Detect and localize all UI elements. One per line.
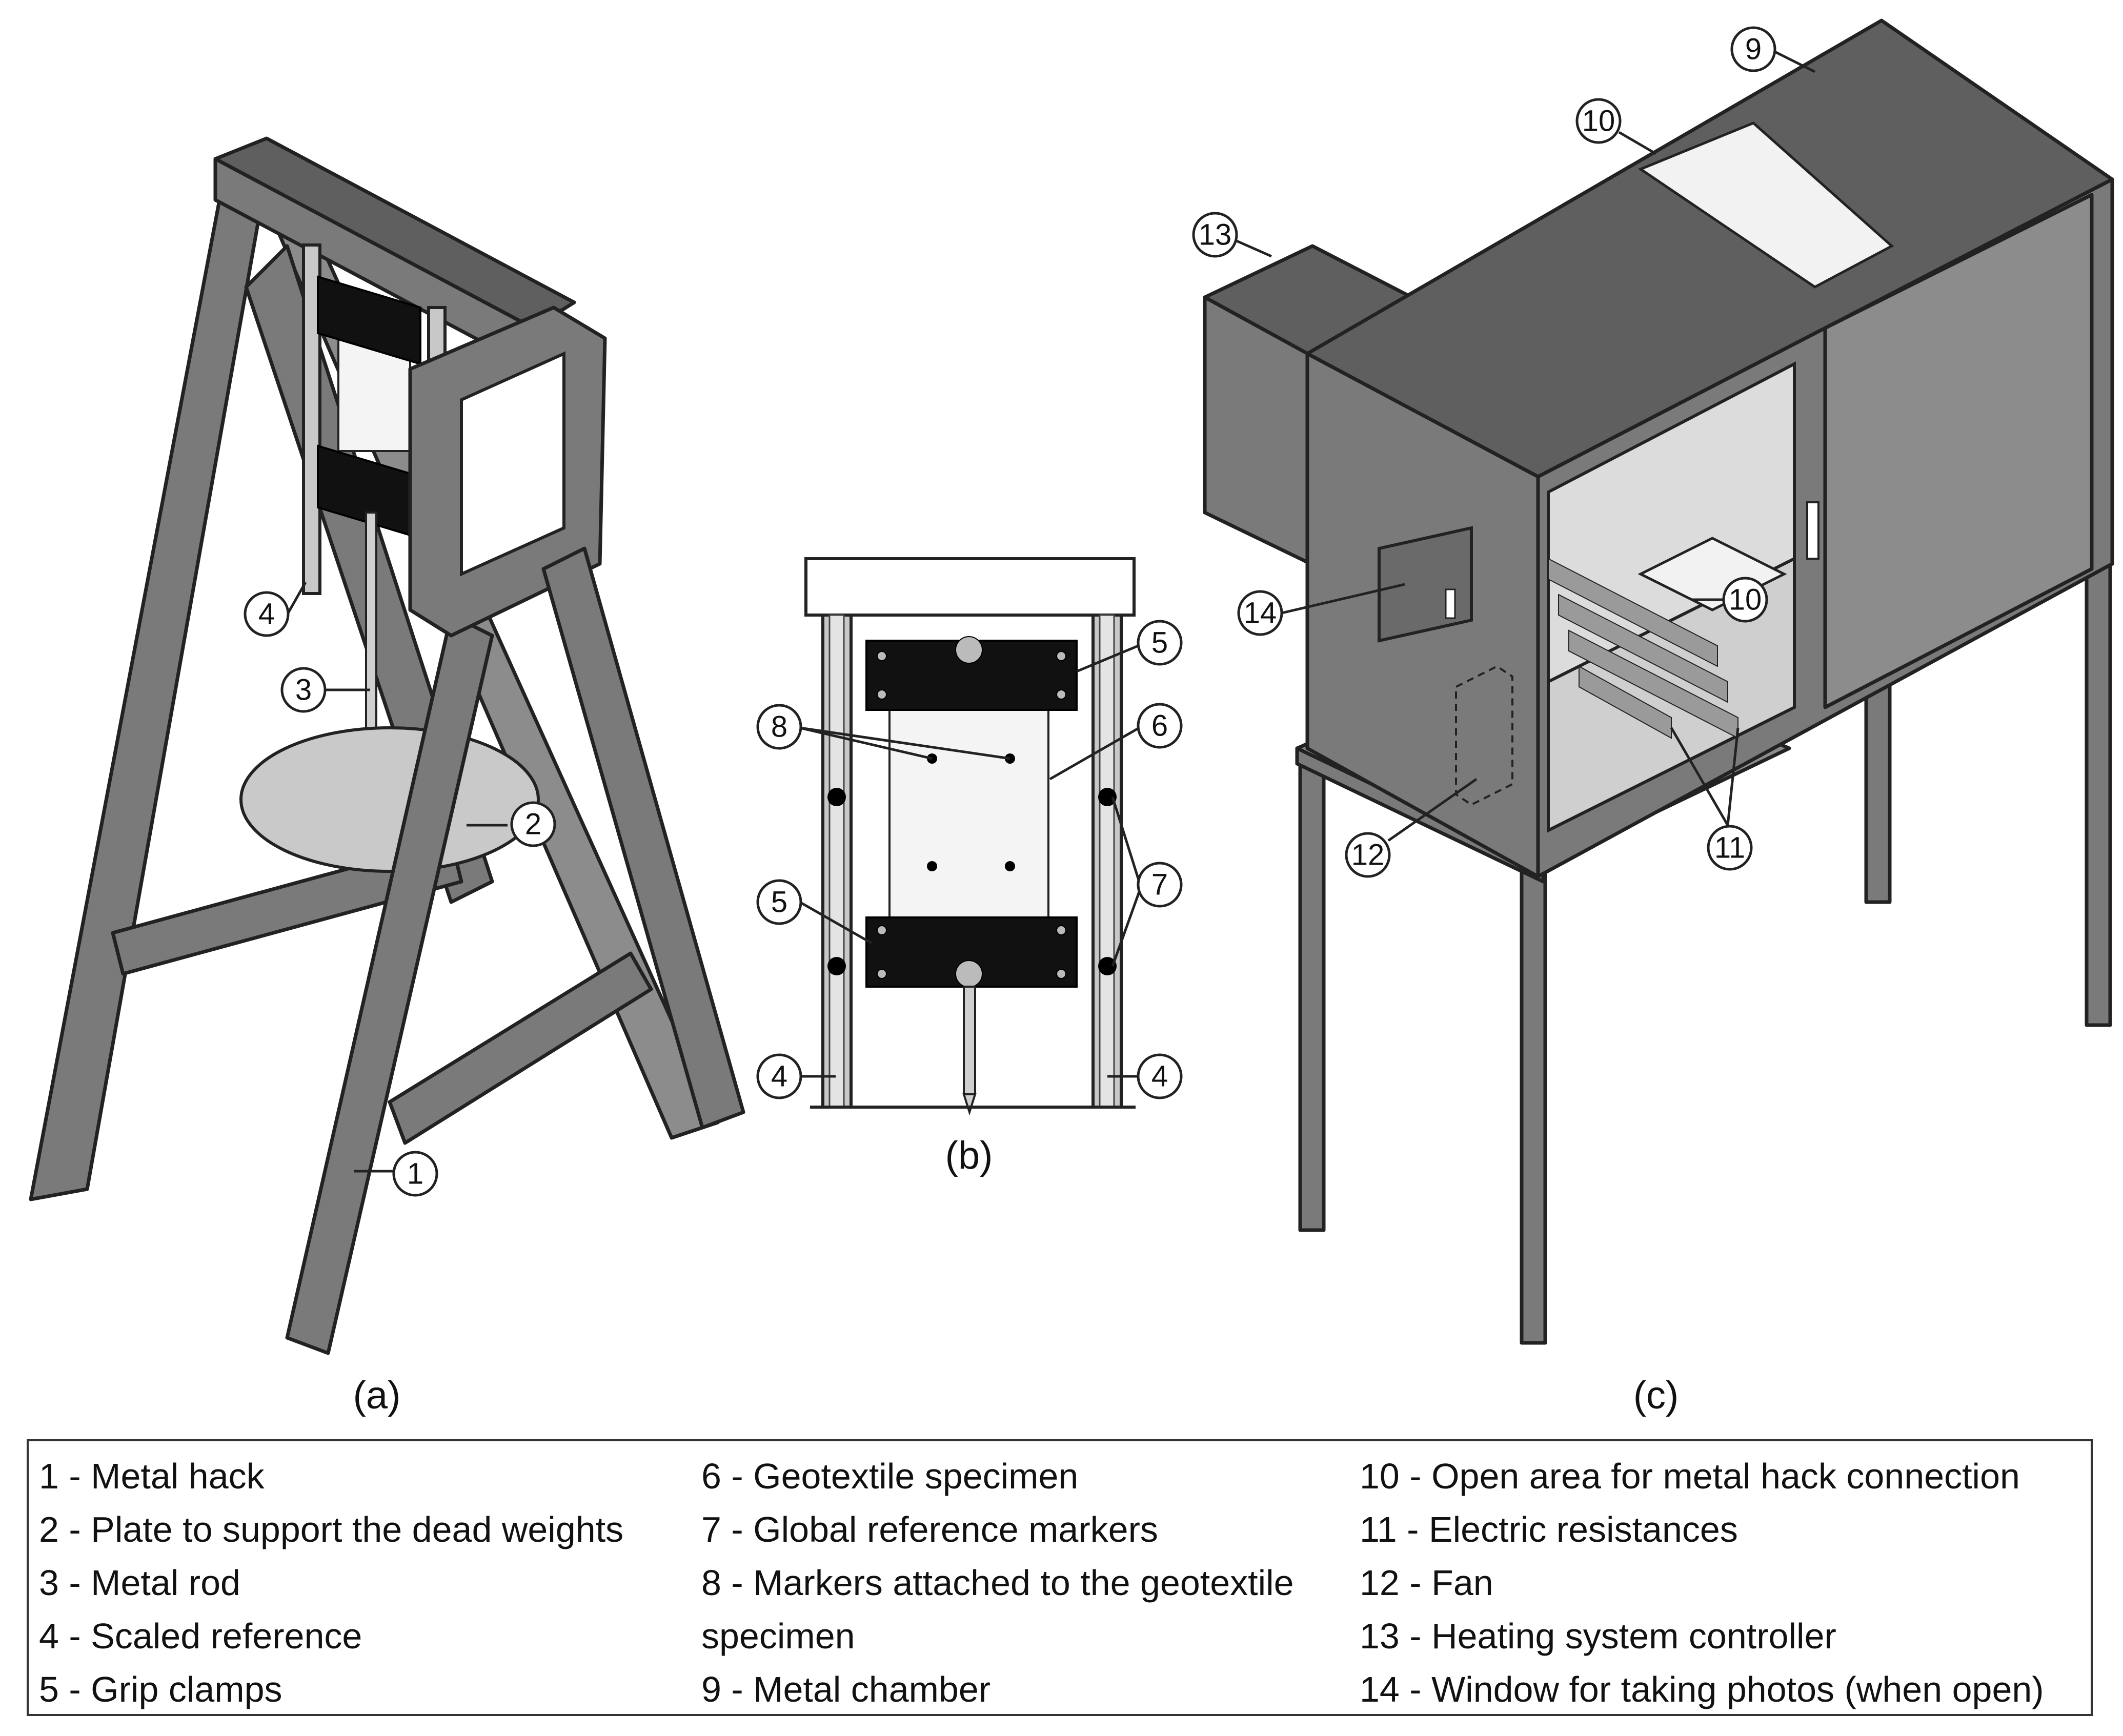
hack-back-left-leg <box>29 172 269 1201</box>
legend-item: 11 - Electric resistances <box>1360 1509 1738 1549</box>
legend-item: 3 - Metal rod <box>39 1563 240 1603</box>
callout-11-label: 11 <box>1714 831 1745 865</box>
hack-front-right-leg <box>541 546 745 1130</box>
detail-geotextile-specimen <box>888 706 1049 929</box>
callout-5-bottom <box>756 879 802 925</box>
global-reference-marker <box>827 788 846 806</box>
specimen-marker <box>927 861 937 871</box>
legend-item: 7 - Global reference markers <box>701 1509 1158 1549</box>
callout-10-floor <box>1722 577 1768 623</box>
panel-c-callouts: 9 10 10 11 12 13 14 <box>1192 26 1816 878</box>
panel-b-label: (b) <box>945 1134 993 1177</box>
legend-item: 9 - Metal chamber <box>701 1669 991 1709</box>
callout-4-right <box>1137 1053 1183 1099</box>
callout-8-label: 8 <box>771 710 787 744</box>
callout-4 <box>244 591 290 637</box>
callout-4-left-label: 4 <box>771 1060 787 1093</box>
callout-14 <box>1237 590 1283 636</box>
callout-13-label: 13 <box>1199 218 1232 252</box>
legend: 1 - Metal hack 2 - Plate to support the … <box>27 1439 2093 1716</box>
panel-a-label: (a) <box>353 1374 401 1417</box>
panel-b-callouts: 4 4 5 5 6 7 8 <box>756 620 1183 1099</box>
photo-window-handle <box>1445 588 1456 619</box>
photo-window <box>1378 526 1473 643</box>
callout-10-top <box>1575 98 1622 144</box>
callout-6 <box>1137 703 1183 749</box>
legend-item: 14 - Window for taking photos (when open… <box>1360 1669 2044 1709</box>
callout-8 <box>756 704 802 750</box>
hack-lower-crossbar-left <box>111 839 463 976</box>
chamber-leg-back-right <box>2085 562 2112 1027</box>
callout-5-bottom-label: 5 <box>771 886 787 919</box>
callout-5-top-label: 5 <box>1151 626 1168 660</box>
callout-2-label: 2 <box>525 808 541 841</box>
callout-3-label: 3 <box>295 673 312 707</box>
hack-front-frame-opening <box>460 351 565 577</box>
legend-item: 2 - Plate to support the dead weights <box>39 1509 624 1549</box>
callout-1-label: 1 <box>407 1157 423 1191</box>
global-reference-marker <box>1098 957 1117 975</box>
callout-7 <box>1137 862 1183 908</box>
legend-item: 8 - Markers attached to the geotextile <box>701 1563 1294 1603</box>
chamber-leg-front-mid <box>1520 839 1547 1345</box>
legend-item: 1 - Metal hack <box>39 1456 265 1496</box>
hack-front-left-leg <box>285 613 494 1355</box>
detail-metal-rod <box>963 986 976 1095</box>
electric-resistances <box>1548 558 1738 739</box>
door-handle <box>1806 501 1819 560</box>
panel-a-callouts: 1 2 3 4 <box>244 581 556 1197</box>
callout-9-label: 9 <box>1745 33 1762 66</box>
callout-10-top-label: 10 <box>1582 105 1615 138</box>
callout-1 <box>392 1151 438 1197</box>
panel-c-metal-chamber <box>1203 18 2114 1345</box>
chamber-leg-front-left <box>1298 757 1326 1232</box>
global-reference-marker <box>1098 788 1117 806</box>
legend-item: 10 - Open area for metal hack connection <box>1360 1456 2020 1496</box>
callout-2 <box>510 801 556 847</box>
panel-c-label: (c) <box>1633 1374 1679 1417</box>
legend-item: 4 - Scaled reference <box>39 1616 362 1656</box>
legend-item: 5 - Grip clamps <box>39 1669 282 1709</box>
callout-12 <box>1345 832 1391 878</box>
global-reference-marker <box>827 957 846 975</box>
callout-10-floor-label: 10 <box>1729 583 1762 617</box>
callout-6-label: 6 <box>1151 709 1168 743</box>
open-area-top <box>1637 121 1894 289</box>
hack-lower-crossbar-right <box>388 951 653 1145</box>
callout-4-left <box>756 1053 802 1099</box>
callout-12-label: 12 <box>1351 839 1385 872</box>
legend-column-3: 10 - Open area for metal hack connection… <box>1360 1449 2044 1716</box>
chamber-door <box>1823 193 2094 709</box>
callout-3 <box>280 667 327 713</box>
legend-column-1: 1 - Metal hack 2 - Plate to support the … <box>39 1449 623 1716</box>
specimen-marker <box>1005 861 1015 871</box>
chamber-leg-back-mid <box>1864 680 1892 904</box>
legend-item: 12 - Fan <box>1360 1563 1493 1603</box>
callout-5-top <box>1137 620 1183 666</box>
legend-column-2: 6 - Geotextile specimen 7 - Global refer… <box>701 1449 1294 1716</box>
callout-14-label: 14 <box>1244 597 1277 630</box>
callout-7-label: 7 <box>1151 868 1168 902</box>
legend-item: specimen <box>701 1616 855 1656</box>
callout-11 <box>1707 825 1753 871</box>
callout-9 <box>1730 26 1776 72</box>
panel-a-metal-hack <box>29 136 745 1355</box>
panel-b-specimen-detail <box>804 557 1136 1116</box>
legend-item: 13 - Heating system controller <box>1360 1616 1836 1656</box>
callout-4-right-label: 4 <box>1151 1060 1168 1093</box>
callout-13 <box>1192 212 1238 258</box>
dead-weight-plate <box>239 726 540 873</box>
detail-top-beam <box>804 557 1136 617</box>
legend-item: 6 - Geotextile specimen <box>701 1456 1079 1496</box>
callout-4-label: 4 <box>258 598 275 631</box>
